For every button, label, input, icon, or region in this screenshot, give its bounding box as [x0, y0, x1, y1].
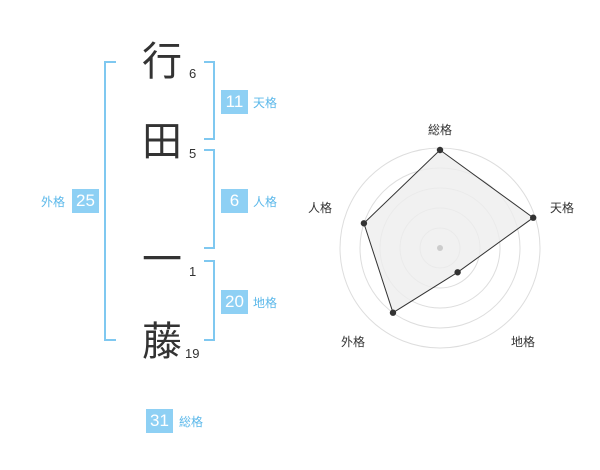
- radar-point: [454, 269, 461, 276]
- stroke-count-2: 5: [189, 146, 197, 161]
- name-char-3: 一: [142, 237, 182, 283]
- radar-points: [360, 146, 537, 316]
- name-char-1: 行: [142, 39, 182, 85]
- chi-badge: 20: [221, 290, 248, 314]
- radar-point: [389, 309, 397, 316]
- radar-point: [436, 146, 444, 154]
- stroke-count-4: 19: [185, 346, 200, 361]
- gai-label: 外格: [41, 195, 66, 209]
- name-char-4: 藤: [142, 319, 182, 365]
- sou-label: 総格: [179, 415, 204, 429]
- chi-bracket: [204, 260, 215, 341]
- jin-badge: 6: [221, 189, 248, 213]
- stroke-count-1: 6: [189, 66, 197, 81]
- axis-label-chi: 地格: [511, 334, 535, 349]
- jin-label: 人格: [253, 195, 278, 209]
- radar-point: [530, 214, 537, 221]
- sou-badge: 31: [146, 409, 173, 433]
- gai-badge: 25: [72, 189, 99, 213]
- axis-label-gai: 外格: [341, 334, 365, 349]
- name-char-2: 田: [142, 119, 182, 165]
- radar-chart: 総格 天格 地格 外格 人格: [308, 122, 574, 349]
- chi-label: 地格: [253, 296, 278, 310]
- ten-label: 天格: [253, 96, 278, 110]
- ten-badge: 11: [221, 90, 248, 114]
- jin-bracket: [204, 149, 215, 249]
- axis-label-sou: 総格: [428, 122, 452, 137]
- axis-label-jin: 人格: [308, 200, 332, 215]
- stroke-count-3: 1: [189, 264, 197, 279]
- gai-bracket: [104, 61, 116, 341]
- radar-shape: [363, 149, 535, 314]
- radar-point: [360, 220, 368, 227]
- ten-bracket: [204, 61, 215, 140]
- radar-center-dot: [437, 245, 443, 251]
- axis-label-ten: 天格: [550, 200, 574, 215]
